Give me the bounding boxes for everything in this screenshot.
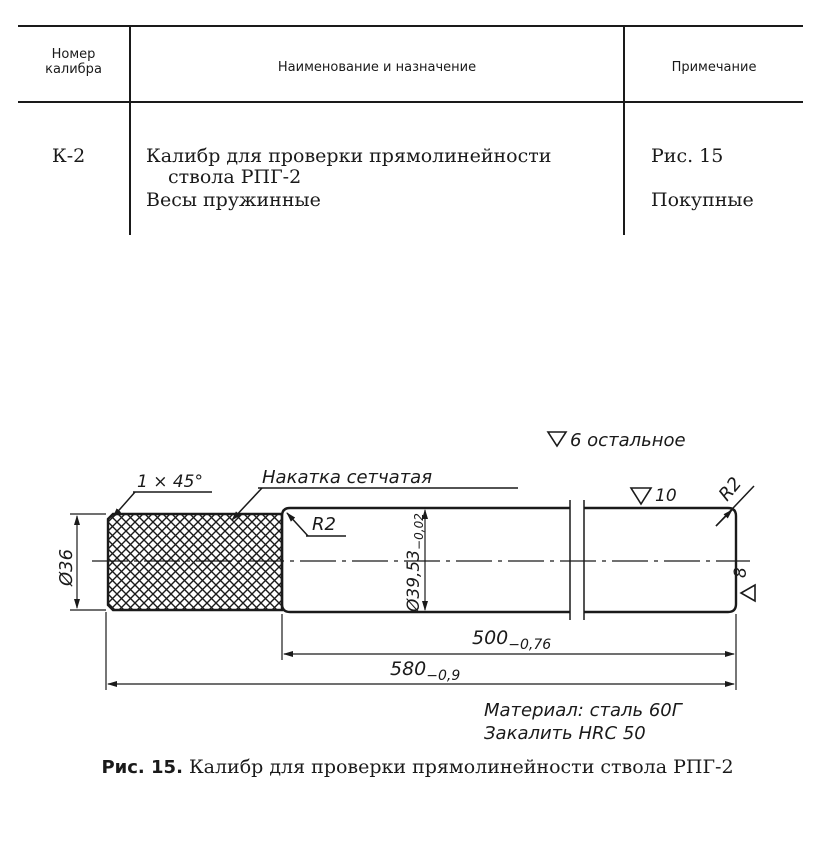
header-note: Примечание — [671, 60, 757, 75]
dim-580-tol: −0,9 — [426, 668, 460, 684]
dim-dia-body-main: Ø39,53 — [404, 550, 424, 613]
body-right — [584, 506, 738, 614]
table-col-divider-1 — [129, 27, 131, 235]
caption-label: Рис. 15. — [101, 757, 183, 778]
dim-500-main: 500 — [472, 627, 508, 649]
header-number-line1: Номер — [51, 47, 96, 62]
table-top-rule — [18, 25, 803, 27]
hardening-note: Закалить HRC 50 — [484, 723, 646, 744]
row-2-note: Покупные — [651, 189, 754, 211]
knurl-label: Накатка сетчатая — [262, 467, 432, 488]
roughness-general-text: 6 остальное — [570, 430, 686, 451]
row-1-name-line2: ствола РПГ-2 — [168, 166, 302, 188]
row-1-name-line1: Калибр для проверки прямолинейности — [146, 145, 552, 167]
radius-right-arrow — [715, 509, 733, 527]
dim-580-text: 580−0,9 — [390, 658, 460, 684]
header-number-line2: калибра — [45, 62, 102, 77]
header-number: Номер калибра — [18, 47, 129, 77]
row-1-number: К-2 — [52, 145, 86, 167]
dim-dia36-text: Ø36 — [56, 549, 77, 587]
knurl-section — [106, 512, 284, 612]
figure-caption: Рис. 15. Калибр для проверки прямолинейн… — [0, 756, 835, 778]
row-2-name: Весы пружинные — [146, 189, 321, 211]
dim-500-tol: −0,76 — [508, 637, 551, 653]
header-name: Наименование и назначение — [277, 60, 477, 75]
table-header-rule — [18, 101, 803, 103]
caption-text: Калибр для проверки прямолинейности ство… — [188, 756, 734, 778]
radius-right-label: R2 — [715, 473, 746, 505]
roughness-end-text: 8 — [731, 567, 751, 578]
material-note: Материал: сталь 60Г — [484, 700, 684, 721]
radius-left-leader — [286, 512, 309, 537]
row-1-note: Рис. 15 — [651, 145, 724, 167]
table-col-divider-2 — [623, 27, 625, 235]
roughness-surface-symbol — [629, 487, 653, 506]
dim-dia-body-tol: −0,02 — [412, 513, 426, 550]
roughness-end-symbol — [739, 583, 756, 603]
roughness-surface-text: 10 — [655, 486, 677, 506]
roughness-general-symbol — [546, 431, 568, 448]
chamfer-label: 1 × 45° — [137, 472, 203, 492]
dim-580-main: 580 — [390, 658, 426, 680]
dim-dia-body-text: Ø39,53−0,02 — [404, 513, 426, 613]
radius-left-label: R2 — [312, 514, 336, 535]
dim-500-text: 500−0,76 — [472, 627, 551, 653]
body-left — [280, 506, 570, 614]
